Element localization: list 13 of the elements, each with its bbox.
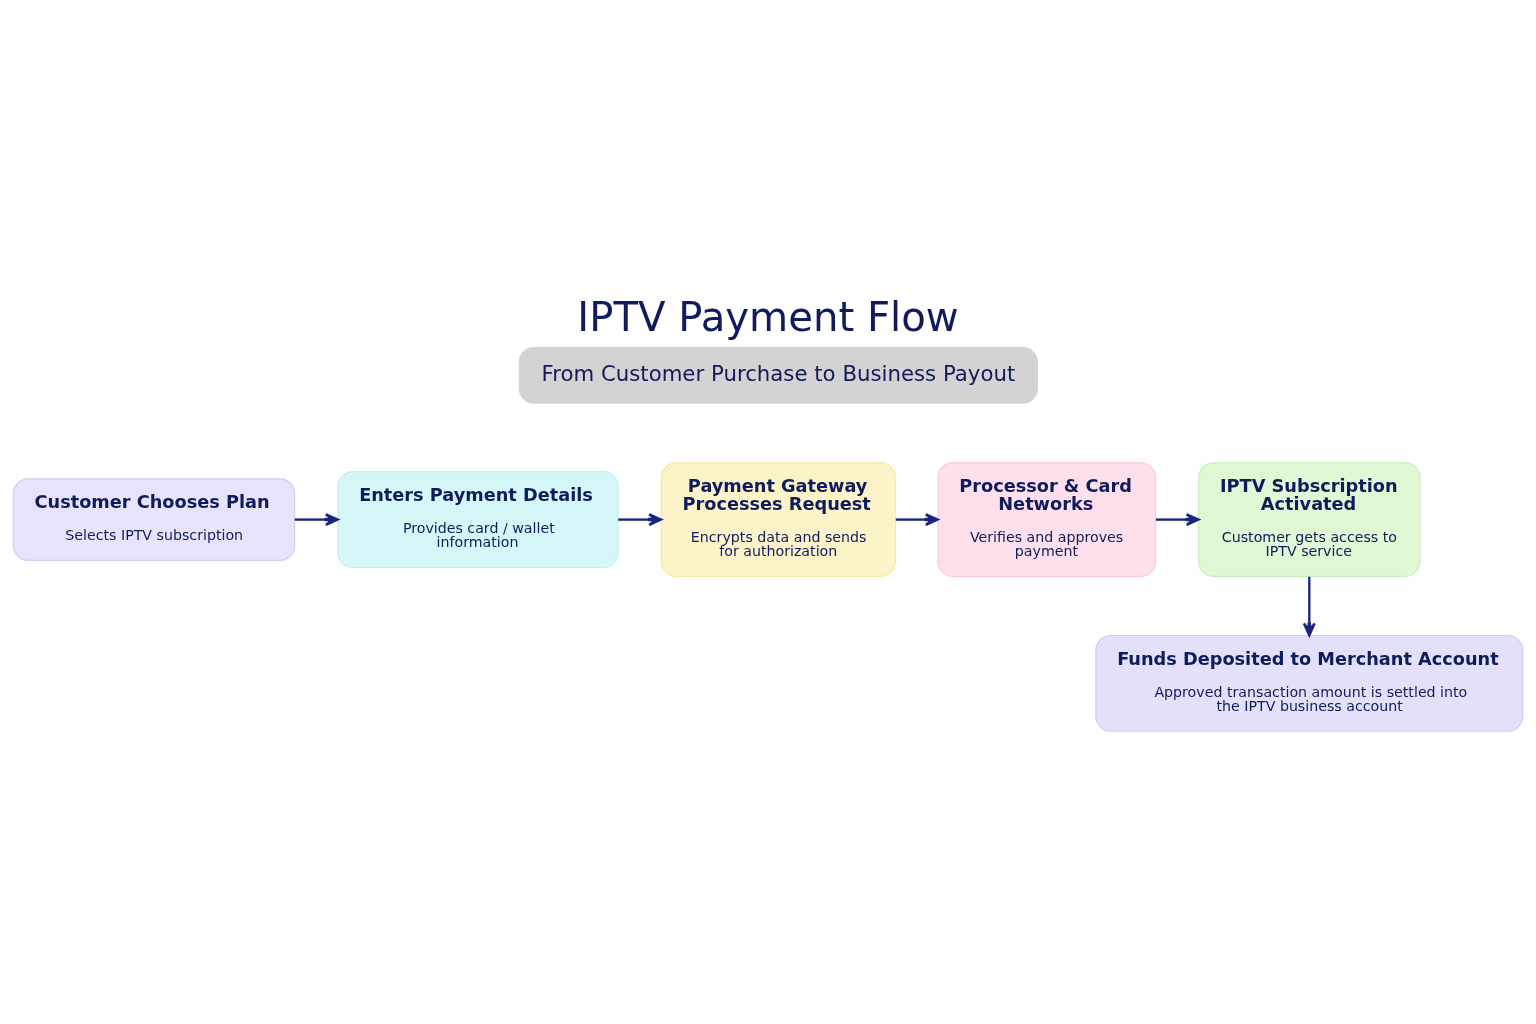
node-box: Enters Payment Details Provides card / wallet information — [337, 470, 619, 568]
node-box: Processor & Card Networks Verifies and approves payment — [937, 461, 1157, 577]
node-box: IPTV Subscription Activated Customer gets access to IPTV service — [1198, 461, 1421, 577]
node-box: Customer Chooses Plan Selects IPTV subscription — [12, 477, 296, 561]
arrow — [294, 512, 339, 526]
node-box: Funds Deposited to Merchant Account Approved transaction amount is settled into the IPTV business account — [1095, 634, 1524, 732]
arrow — [618, 512, 663, 526]
diagram-title: IPTV Payment Flow — [577, 293, 959, 340]
arrow — [1156, 512, 1200, 526]
arrow — [895, 512, 939, 526]
node-box: Payment Gateway Processes Request Encrypts data and sends for authorization — [660, 461, 896, 577]
arrow — [1302, 576, 1316, 637]
label: From Customer Purchase to Business Payout — [541, 360, 1016, 386]
